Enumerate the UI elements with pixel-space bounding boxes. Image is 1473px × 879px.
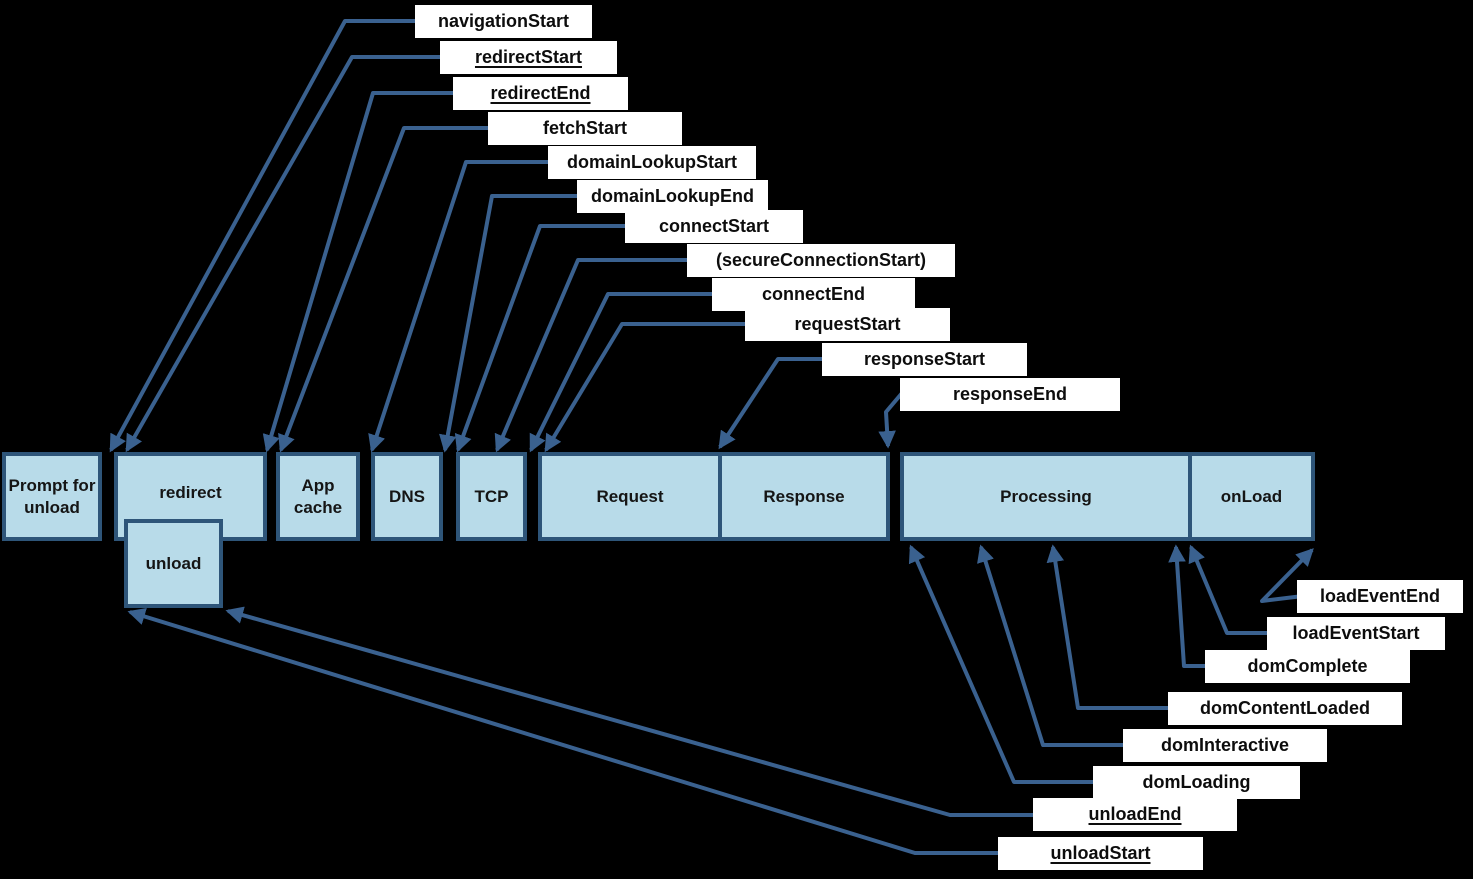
connector-redirectEnd	[262, 91, 459, 453]
connector-domLoading	[908, 544, 1097, 784]
connector-requestStart	[544, 322, 751, 453]
phase-group-request-response: Request Response	[538, 452, 890, 541]
event-label-domainLookupStart: domainLookupStart	[548, 146, 756, 179]
connector-responseStart	[718, 357, 826, 450]
event-label-unloadEnd: unloadEnd	[1033, 798, 1237, 831]
connector-domInteractive	[977, 544, 1127, 747]
connector-domComplete	[1168, 544, 1209, 668]
phase-box-response: Response	[718, 456, 886, 537]
connector-connectEnd	[529, 292, 718, 453]
phase-box-dns: DNS	[371, 452, 443, 541]
connector-domainLookupStart	[368, 160, 554, 453]
connector-domainLookupEnd	[439, 194, 583, 453]
phase-box-processing: Processing	[1000, 486, 1092, 506]
connector-redirectStart	[125, 55, 446, 453]
connector-unloadStart	[127, 607, 1002, 855]
phase-group-processing-onload: Processing onLoad	[900, 452, 1315, 541]
event-label-navigationStart: navigationStart	[415, 5, 592, 38]
event-label-domInteractive: domInteractive	[1123, 729, 1327, 762]
event-label-loadEventStart: loadEventStart	[1267, 617, 1445, 650]
event-label-domContentLoaded: domContentLoaded	[1168, 692, 1402, 725]
event-label-secureConnectionStart: (secureConnectionStart)	[687, 244, 955, 277]
event-label-domLoading: domLoading	[1093, 766, 1300, 799]
connector-connectStart	[454, 224, 631, 453]
event-label-domainLookupEnd: domainLookupEnd	[577, 180, 768, 213]
connector-unloadEnd	[225, 606, 1037, 817]
phase-label-redirect: redirect	[159, 483, 222, 502]
event-label-responseStart: responseStart	[822, 343, 1027, 376]
event-label-domComplete: domComplete	[1205, 650, 1410, 683]
connector-secureConnectionStart	[494, 258, 693, 453]
event-label-requestStart: requestStart	[745, 308, 950, 341]
connector-navigationStart	[109, 19, 421, 453]
connector-domContentLoaded	[1046, 544, 1172, 710]
phase-box-tcp: TCP	[456, 452, 527, 541]
phase-box-app-cache: App cache	[276, 452, 360, 541]
event-label-redirectStart: redirectStart	[440, 41, 617, 74]
phase-box-onload: onLoad	[1188, 456, 1311, 537]
connector-loadEventStart	[1188, 544, 1271, 635]
event-label-connectEnd: connectEnd	[712, 278, 915, 311]
phase-box-unload: unload	[124, 519, 223, 608]
connector-fetchStart	[278, 126, 494, 453]
phase-box-prompt-for-unload: Prompt for unload	[2, 452, 102, 541]
event-label-loadEventEnd: loadEventEnd	[1297, 580, 1463, 613]
event-label-connectStart: connectStart	[625, 210, 803, 243]
event-label-responseEnd: responseEnd	[900, 378, 1120, 411]
event-label-fetchStart: fetchStart	[488, 112, 682, 145]
phase-box-request: Request	[596, 486, 664, 506]
event-label-unloadStart: unloadStart	[998, 837, 1203, 870]
event-label-redirectEnd: redirectEnd	[453, 77, 628, 110]
